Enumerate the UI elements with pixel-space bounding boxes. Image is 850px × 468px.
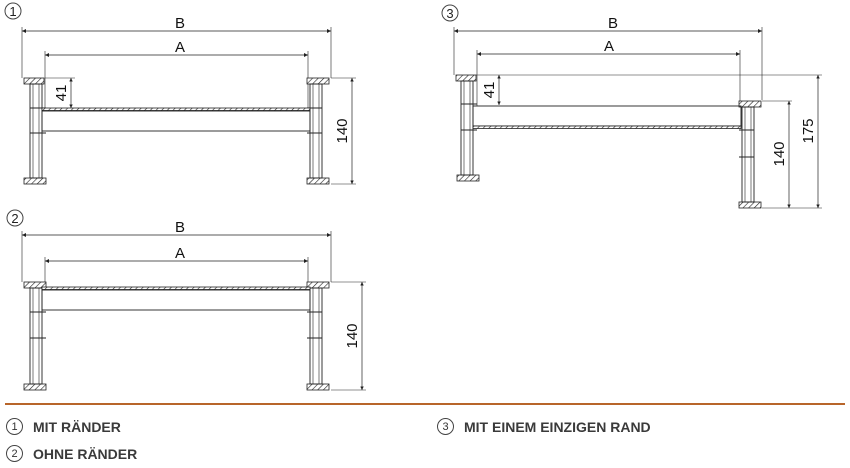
diagram-3-number: 3 xyxy=(446,6,453,21)
legend-number-badge: 1 xyxy=(6,418,23,435)
diagram-2-without-borders: 2 B A 140 xyxy=(6,209,366,391)
dim-inner-label: A xyxy=(175,39,185,56)
legend-item-3: 3 MIT EINEM EINZIGEN RAND xyxy=(437,418,651,435)
legend-label: MIT RÄNDER xyxy=(33,418,121,435)
diagram-2-number: 2 xyxy=(11,211,18,226)
dim-outer-label: B xyxy=(175,219,185,236)
dim-offset-label: 41 xyxy=(481,82,498,99)
dim-height-label: 140 xyxy=(334,118,351,143)
dim-height-label: 140 xyxy=(344,323,361,348)
technical-drawing: 1 B A 41 xyxy=(4,2,822,391)
legend-label: OHNE RÄNDER xyxy=(33,445,138,462)
legend-item-1: 1 MIT RÄNDER xyxy=(6,418,121,435)
legend-number-badge: 2 xyxy=(6,445,23,462)
legend-item-2: 2 OHNE RÄNDER xyxy=(6,445,137,462)
diagram-1-with-borders: 1 B A 41 xyxy=(4,2,356,185)
legend-label: MIT EINEM EINZIGEN RAND xyxy=(464,418,651,435)
separator-line xyxy=(5,403,845,405)
dim-offset-label: 41 xyxy=(53,85,70,102)
dim-inner-label: A xyxy=(604,38,614,55)
diagram-1-number: 1 xyxy=(9,4,16,19)
dim-outer-label: B xyxy=(175,15,185,32)
legend-number-badge: 3 xyxy=(437,418,454,435)
dim-total-height-label: 175 xyxy=(800,118,817,143)
dim-outer-label: B xyxy=(608,15,618,32)
dim-inner-label: A xyxy=(175,245,185,262)
diagram-3-single-border: 3 B A 41 140 xyxy=(441,4,822,209)
dim-height-label: 140 xyxy=(771,141,788,166)
